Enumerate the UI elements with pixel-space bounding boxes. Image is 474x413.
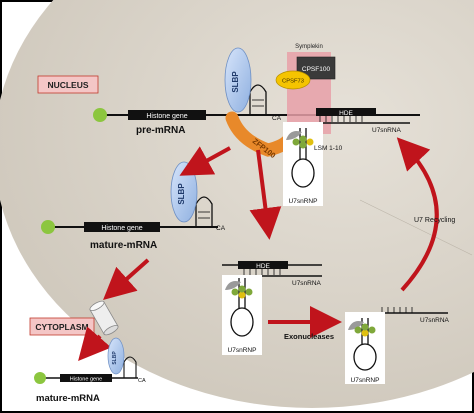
flow-arrow-to-mature (179, 146, 231, 176)
u7snrnp-label-top: U7snRNP (289, 198, 318, 205)
lsm-ring-icon (361, 329, 369, 337)
symplekin-label: Symplekin (295, 44, 323, 50)
cap-icon (93, 108, 107, 122)
cytoplasm-label: CYTOPLASM (35, 322, 88, 332)
ca-label: CA (272, 115, 282, 122)
cpsf73-protein-icon (275, 70, 311, 90)
u7snrna-label: U7snRNA (292, 280, 322, 287)
flow-arrow-to-export (103, 258, 150, 300)
hde-box (316, 108, 376, 116)
base-pairing-ticks (243, 269, 281, 275)
mature-mrna-cytoplasm-label: mature-mRNA (36, 393, 100, 404)
nucleus-label-box (37, 75, 99, 94)
u7-loop-icon (230, 307, 254, 337)
histone-gene-box (60, 374, 112, 382)
lsm-ring-icon (245, 288, 253, 296)
u7snrna-label: U7snRNA (420, 317, 450, 324)
u7snrnp-label-bottom: U7snRNP (351, 377, 380, 384)
slbp-label: SLBP (177, 183, 186, 205)
slbp-label: SLBP (112, 351, 118, 365)
cap-icon (41, 220, 55, 234)
cpsf73-label: CPSF73 (282, 79, 304, 85)
slbp-protein-icon (107, 337, 125, 375)
stem-loop-icon (123, 356, 137, 378)
lsm-ring-icon (292, 138, 300, 146)
lsm-ring-icon (361, 323, 369, 331)
base-pairing-ticks (319, 116, 363, 122)
hde-label: HDE (256, 263, 270, 270)
cpsf100-protein-icon (296, 56, 336, 80)
u7snrna-label: U7snRNA (372, 127, 402, 134)
lsm-ring-icon (368, 326, 376, 334)
lsm-label: LSM 1-10 (314, 145, 343, 152)
mature-mrna-label: mature-mRNA (90, 240, 157, 251)
flow-arrow-to-u7-release (249, 149, 282, 240)
flow-arrow-to-cytoplasm (78, 326, 112, 362)
lsm-ring-icon (238, 291, 246, 299)
pre-mrna-label: pre-mRNA (136, 125, 185, 136)
ca-label: CA (138, 378, 146, 384)
hde-box (238, 261, 288, 269)
lsm-cap-icon (348, 321, 364, 330)
base-pairing-ticks (381, 307, 413, 313)
nucleus-label: NUCLEUS (47, 80, 88, 90)
lsm-ring-icon (238, 285, 246, 293)
lsm-ring-icon (231, 288, 239, 296)
histone-gene-box (128, 110, 206, 120)
slbp-protein-icon (224, 47, 252, 113)
lsm-ring-icon (299, 135, 307, 143)
hde-label: HDE (339, 110, 353, 117)
histone-gene-label: Histone gene (146, 113, 187, 120)
lsm-cap-icon (286, 131, 302, 140)
nucleus-divider (359, 199, 473, 256)
histone-gene-label: Histone gene (70, 377, 102, 383)
cap-icon (34, 372, 46, 384)
histone-gene-box (84, 222, 160, 232)
u7snrnp-label-mid: U7snRNP (228, 347, 257, 354)
ca-label: CA (216, 225, 226, 232)
u7-recycling-arrow (396, 137, 439, 292)
slbp-label: SLBP (231, 71, 240, 93)
lsm-cap-icon (225, 281, 241, 290)
u7-loop-icon (353, 343, 377, 371)
exonucleases-label: Exonucleases (284, 332, 334, 341)
cpsf100-label: CPSF100 (302, 66, 331, 73)
lsm-ring-icon (299, 141, 307, 149)
u7-loop-icon (291, 158, 315, 188)
lsm-ring-icon (306, 138, 314, 146)
u7-recycling-label: U7 Recycling (414, 217, 455, 224)
lsm-ring-icon (354, 326, 362, 334)
histone-gene-label: Histone gene (101, 225, 142, 232)
